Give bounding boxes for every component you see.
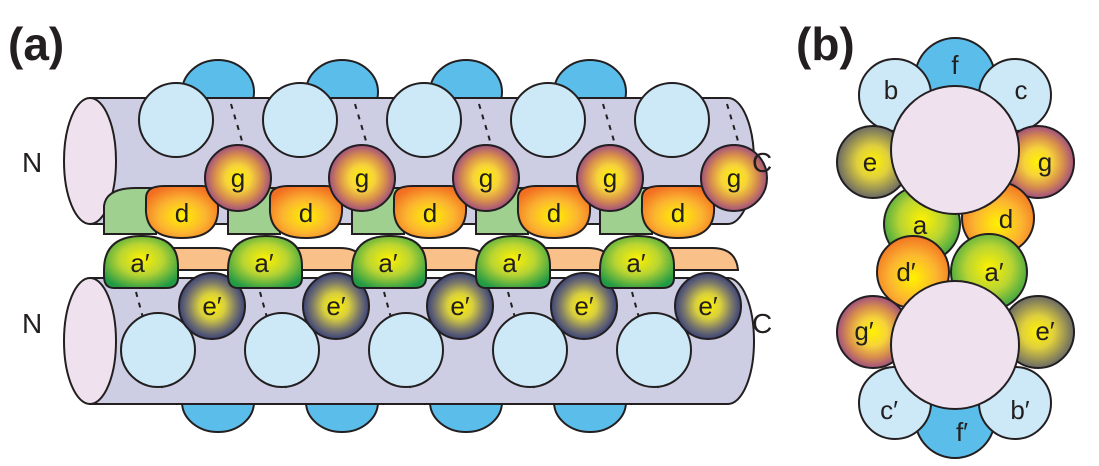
top-pale-sphere xyxy=(138,82,214,158)
a-prime-residue-label: a′ xyxy=(254,248,273,278)
wheel-label-e-prime: e′ xyxy=(1035,316,1054,346)
wheel-label-d-prime: d′ xyxy=(896,257,915,287)
g-residue-label: g xyxy=(479,163,493,193)
g-residue xyxy=(328,144,396,212)
d-residue-label: d xyxy=(547,198,561,228)
a-prime-residue-label: a′ xyxy=(130,248,149,278)
a-prime-residue xyxy=(103,234,179,289)
bottom-pale-sphere xyxy=(368,312,444,388)
g-residue xyxy=(452,144,520,212)
wheel-label-c-prime: c′ xyxy=(880,395,898,425)
top-helix-n-cap xyxy=(63,97,117,225)
wheel-label-f: f xyxy=(951,50,959,80)
d-residue-label: d xyxy=(299,198,313,228)
g-residue xyxy=(700,144,768,212)
wheel-label-a-prime: a′ xyxy=(984,257,1003,287)
bottom-pale-sphere xyxy=(120,312,196,388)
wheel-label-b-prime: b′ xyxy=(1010,395,1029,425)
g-residue xyxy=(204,144,272,212)
bottom-n-terminus: N xyxy=(22,308,42,339)
interface-residues: d g a′ e′ d g a′ e′ d g a′ e′ d g a′ e′ d g a′ e′ xyxy=(103,144,768,340)
wheel-bottom-helix xyxy=(890,280,1020,410)
g-residue xyxy=(576,144,644,212)
e-prime-residue-label: e′ xyxy=(326,291,345,321)
d-residue xyxy=(144,185,220,240)
d-residue xyxy=(268,185,344,240)
g-residue-label: g xyxy=(231,163,245,193)
wheel-top-helix xyxy=(890,85,1020,215)
d-residue xyxy=(516,185,592,240)
a-prime-residue-label: a′ xyxy=(502,248,521,278)
e-prime-residue xyxy=(178,272,246,340)
top-pale-sphere xyxy=(262,82,338,158)
helical-wheel: f b c e g a d d′ a′ g′ e′ c′ b′ f′ xyxy=(836,37,1075,459)
e-prime-residue-label: e′ xyxy=(202,291,221,321)
d-residue-label: d xyxy=(423,198,437,228)
bottom-pale-sphere xyxy=(244,312,320,388)
e-prime-residue-label: e′ xyxy=(450,291,469,321)
e-prime-residue xyxy=(426,272,494,340)
wheel-label-g-prime: g′ xyxy=(854,316,873,346)
d-residue xyxy=(640,185,716,240)
a-prime-residue xyxy=(475,234,551,289)
d-residue-label: d xyxy=(175,198,189,228)
a-prime-residue-label: a′ xyxy=(378,248,397,278)
d-residue xyxy=(392,185,468,240)
panel-a-label: (a) xyxy=(8,18,64,70)
wheel-label-d: d xyxy=(999,204,1013,234)
top-n-terminus: N xyxy=(22,147,42,178)
a-prime-residue xyxy=(227,234,303,289)
bottom-pale-spheres xyxy=(120,312,692,388)
e-prime-residue xyxy=(674,272,742,340)
wheel-label-c: c xyxy=(1015,75,1028,105)
wheel-label-b: b xyxy=(884,75,898,105)
e-prime-residue-label: e′ xyxy=(574,291,593,321)
top-pale-spheres xyxy=(138,82,710,158)
a-prime-residue xyxy=(351,234,427,289)
bottom-pale-sphere xyxy=(492,312,568,388)
a-prime-residue xyxy=(599,234,675,289)
panel-b-label: (b) xyxy=(796,18,855,70)
g-residue-label: g xyxy=(603,163,617,193)
g-residue-label: g xyxy=(727,163,741,193)
bottom-helix-n-cap xyxy=(63,277,117,405)
a-prime-residue-label: a′ xyxy=(626,248,645,278)
bottom-c-terminus: C xyxy=(752,308,772,339)
e-prime-residue xyxy=(550,272,618,340)
e-prime-residue xyxy=(302,272,370,340)
top-pale-sphere xyxy=(510,82,586,158)
wheel-label-a: a xyxy=(913,210,928,240)
bottom-pale-sphere xyxy=(616,312,692,388)
wheel-label-g: g xyxy=(1038,147,1052,177)
d-residue-label: d xyxy=(671,198,685,228)
g-residue-label: g xyxy=(355,163,369,193)
top-c-terminus: C xyxy=(752,147,772,178)
top-pale-sphere xyxy=(386,82,462,158)
e-prime-residue-label: e′ xyxy=(698,291,717,321)
wheel-label-e: e xyxy=(863,147,877,177)
wheel-label-f-prime: f′ xyxy=(956,417,968,447)
top-pale-sphere xyxy=(634,82,710,158)
